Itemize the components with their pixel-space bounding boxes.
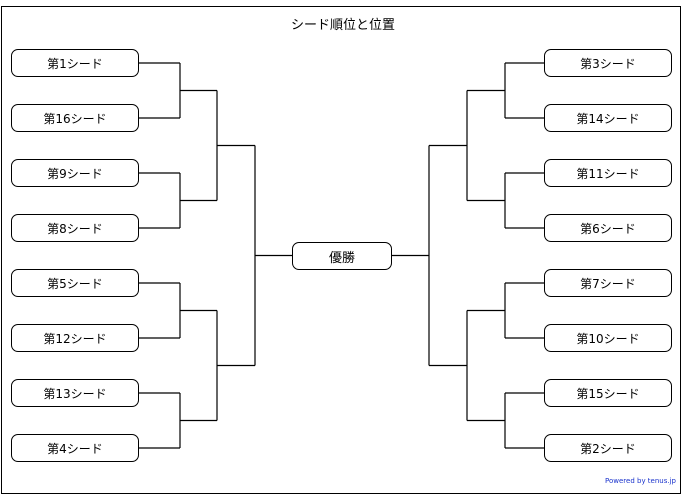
page-title: シード順位と位置 [290,18,395,33]
winner-box: 優勝 [292,242,392,270]
left-seed-box-3: 第9シード [11,159,139,187]
left-seed-box-5: 第5シード [11,269,139,297]
left-seed-box-6: 第12シード [11,324,139,352]
left-seed-box-7: 第13シード [11,379,139,407]
right-seed-box-2: 第14シード [544,104,672,132]
right-seed-box-8: 第2シード [544,434,672,462]
right-seed-box-6: 第10シード [544,324,672,352]
right-seed-box-4: 第6シード [544,214,672,242]
right-seed-box-7: 第15シード [544,379,672,407]
right-seed-box-5: 第7シード [544,269,672,297]
bracket-frame [1,6,681,494]
right-seed-box-1: 第3シード [544,49,672,77]
left-seed-box-4: 第8シード [11,214,139,242]
left-seed-box-2: 第16シード [11,104,139,132]
left-seed-box-1: 第1シード [11,49,139,77]
left-seed-box-8: 第4シード [11,434,139,462]
powered-by-link[interactable]: Powered by tenus.jp [605,477,676,485]
right-seed-box-3: 第11シード [544,159,672,187]
